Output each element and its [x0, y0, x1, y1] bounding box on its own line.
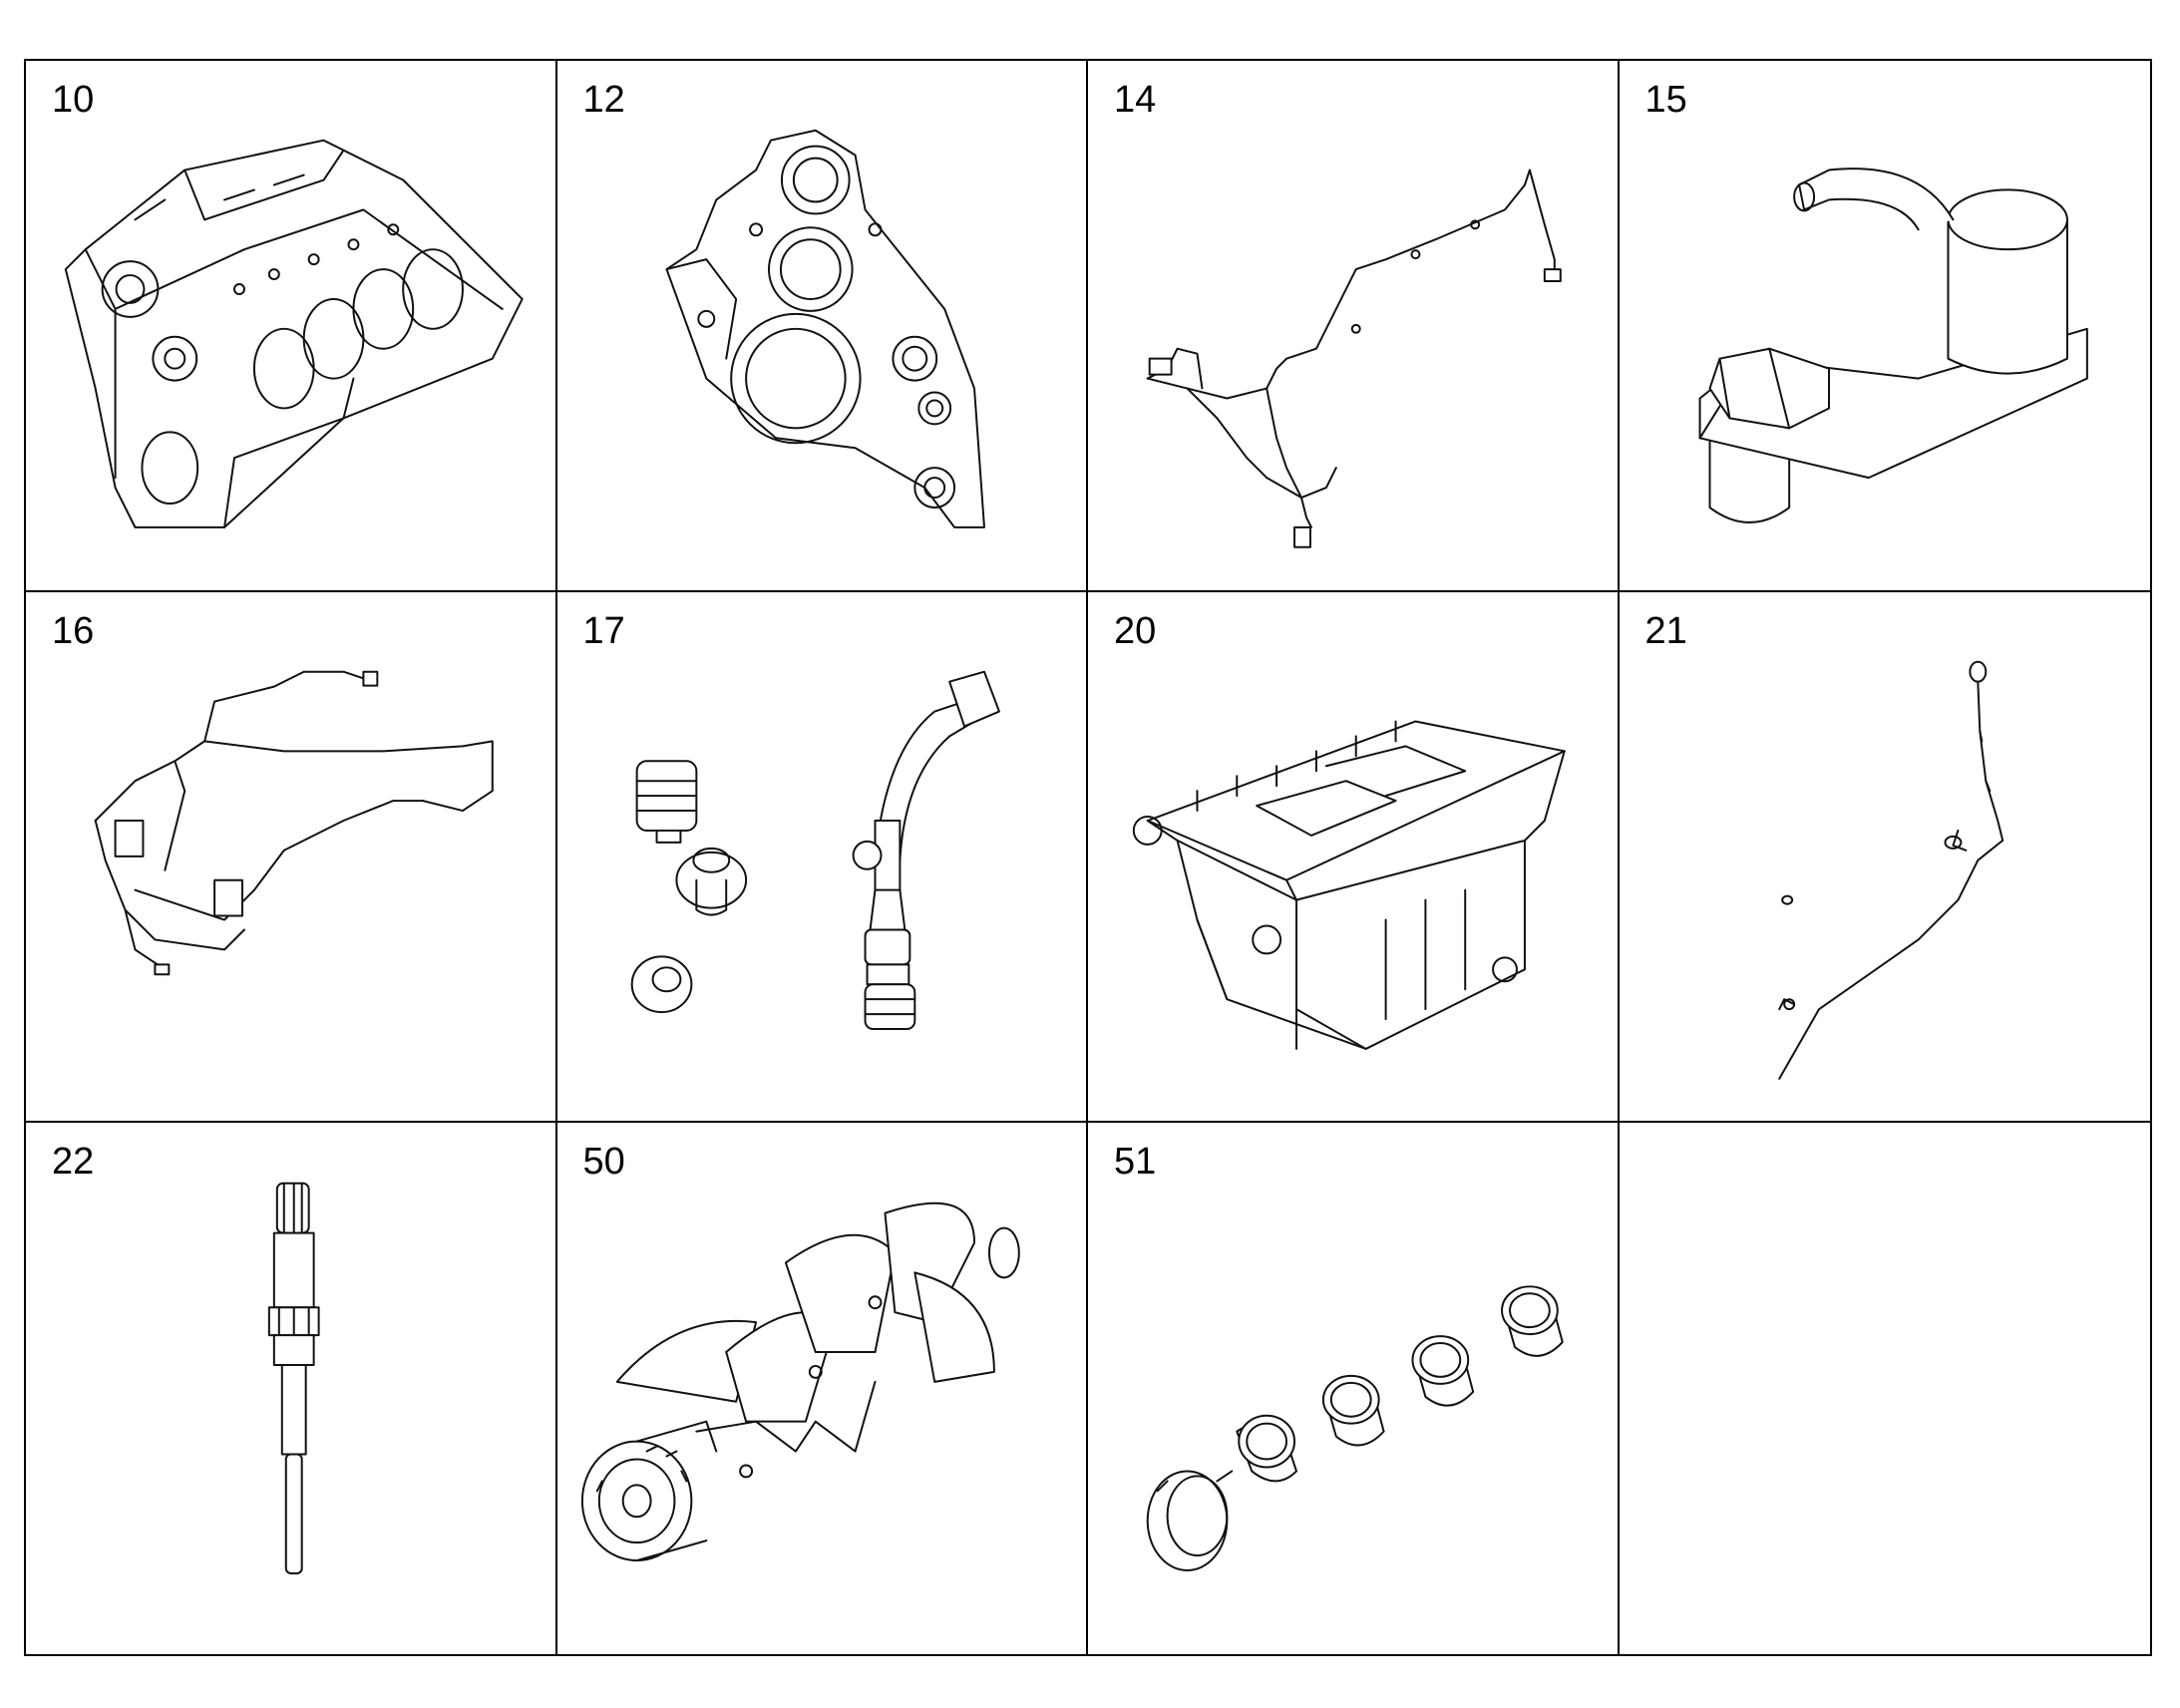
part-number: 20	[1114, 609, 1157, 652]
timing-case-cover-icon	[664, 129, 985, 528]
bearing-rings-icon	[1146, 1285, 1564, 1572]
part-cell-15[interactable]: 15	[1619, 61, 2150, 592]
empty-cell	[1620, 1123, 2151, 1654]
part-cell-51[interactable]: 51	[1088, 1123, 1620, 1654]
part-cell-14[interactable]: 14	[1088, 61, 1620, 592]
part-cell-21[interactable]: 21	[1619, 592, 2150, 1124]
part-number: 10	[52, 79, 95, 121]
part-cell-10[interactable]: 10	[26, 61, 557, 592]
part-cell-17[interactable]: 17	[556, 591, 1088, 1124]
part-number: 15	[1644, 79, 1687, 121]
oil-pan-icon	[1132, 720, 1566, 1050]
engine-block-icon	[64, 139, 524, 528]
part-number: 17	[582, 609, 625, 652]
parts-grid: 10 12	[24, 59, 2152, 1656]
oil-filter-housing-icon	[1698, 168, 2088, 523]
part-number: 14	[1114, 79, 1157, 121]
part-cell-20[interactable]: 20	[1088, 591, 1620, 1124]
part-cell-16[interactable]: 16	[26, 591, 557, 1124]
part-number: 12	[582, 79, 625, 121]
part-number: 22	[52, 1141, 95, 1184]
wiring-harness-icon	[1146, 169, 1562, 548]
part-number: 51	[1114, 1141, 1157, 1184]
part-number: 50	[582, 1141, 625, 1184]
crankshaft-icon	[580, 1202, 1020, 1562]
part-cell-50[interactable]: 50	[557, 1123, 1088, 1654]
glow-plug-icon	[267, 1183, 320, 1575]
dipstick-icon	[1777, 660, 2003, 1080]
part-cell-22[interactable]: 22	[26, 1123, 557, 1654]
part-number: 21	[1644, 609, 1687, 652]
plugs-and-oil-pipe-icon	[630, 670, 1000, 1030]
wiring-harness-icon	[94, 670, 494, 975]
part-number: 16	[52, 609, 95, 652]
part-cell-12[interactable]: 12	[556, 61, 1088, 592]
